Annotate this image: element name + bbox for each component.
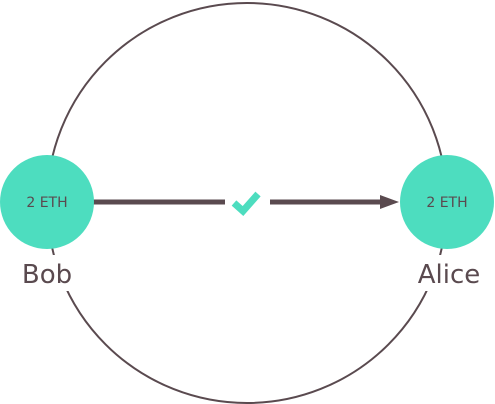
- node-left-balance: 2 ETH: [26, 195, 67, 211]
- node-right-name: Alice: [418, 260, 481, 290]
- node-left-circle: [0, 155, 94, 249]
- node-right-circle: [400, 155, 494, 249]
- node-right-balance: 2 ETH: [426, 195, 467, 211]
- arrow-right-icon: [380, 195, 399, 209]
- label-gap-right: [412, 255, 488, 291]
- node-left-name: Bob: [22, 260, 72, 290]
- check-icon: [231, 191, 261, 216]
- label-gap-left: [14, 255, 76, 291]
